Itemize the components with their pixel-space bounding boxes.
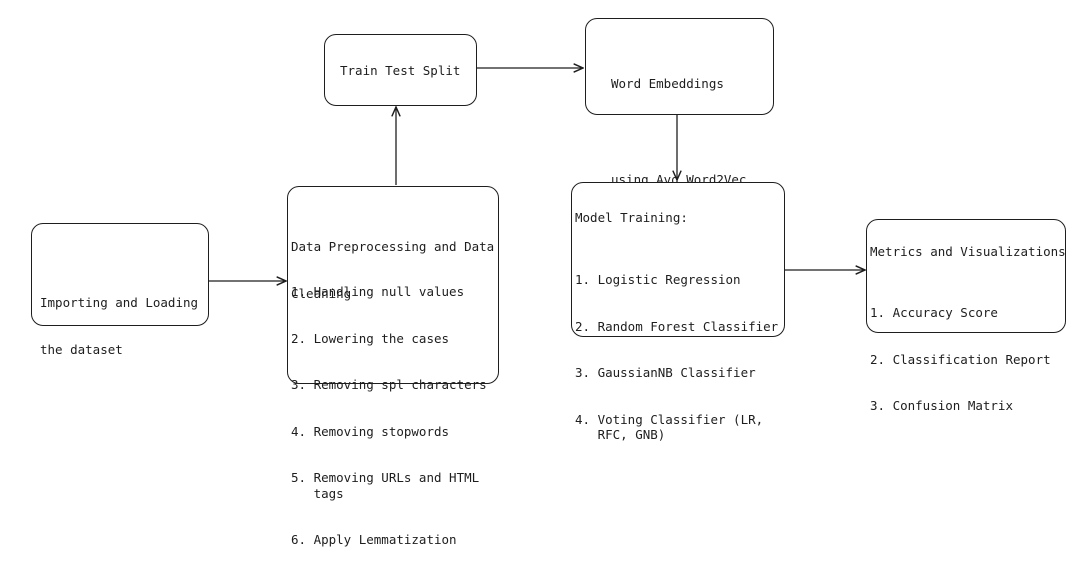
node-split-label: Train Test Split [340,63,461,78]
list-item: 2. Random Forest Classifier [575,318,779,334]
node-preprocess-title: Data Preprocessing and Data [291,239,495,254]
node-import-line: the dataset [40,341,123,357]
node-preprocess: Data Preprocessing and Data Cleaning 1. … [287,186,499,547]
node-train: Model Training: 1. Logistic Regression 2… [571,182,785,442]
node-embed-line: Word Embeddings [611,76,724,91]
node-embed: Word Embeddings using Avg Word2Vec [585,18,774,187]
node-metrics-title: Metrics and Visualizations [870,244,1066,259]
list-item: 1. Accuracy Score [870,305,998,320]
list-item: 2. Classification Report [870,351,1051,367]
node-train-title: Model Training: [575,210,688,225]
node-split: Train Test Split [324,34,477,106]
list-item: 1. Logistic Regression [575,272,741,287]
list-item: 2. Lowering the cases [291,330,450,346]
edge-layer [208,0,1087,432]
list-item: 3. Removing spl characters [291,377,487,392]
list-item: 1. Handling null values [291,284,465,299]
node-metrics: Metrics and Visualizations 1. Accuracy S… [866,219,1066,413]
list-item: 4. Voting Classifier (LR, RFC, GNB) [575,411,764,443]
node-import-line: Importing and Loading [40,295,199,310]
list-item: 3. Confusion Matrix [870,398,1013,413]
list-item: 3. GaussianNB Classifier [575,365,756,380]
list-item: 4. Removing stopwords [291,423,450,439]
list-item: 6. Apply Lemmatization [291,532,457,547]
node-import: Importing and Loading the dataset [31,223,209,357]
list-item: 5. Removing URLs and HTML tags [291,470,480,501]
node-preprocess-title: Cleaning [291,285,352,301]
